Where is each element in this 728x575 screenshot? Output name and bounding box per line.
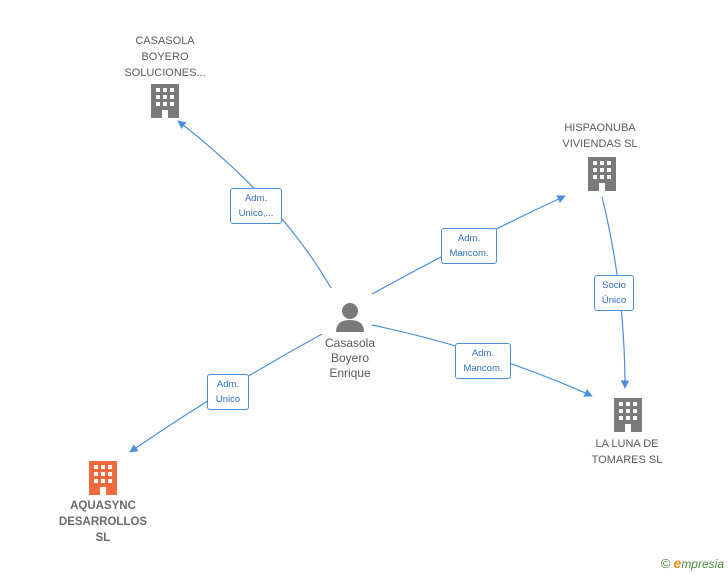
building-icon[interactable]: [614, 398, 642, 432]
edge-label-hispaonuba: Adm. Mancom.: [441, 228, 497, 264]
edge-lines: [129, 120, 630, 453]
company-label-laluna[interactable]: LA LUNA DE TOMARES SL: [591, 438, 663, 466]
company-label-aquasync[interactable]: AQUASYNC DESARROLLOS SL: [58, 500, 148, 544]
brand-logo-e: e: [673, 555, 682, 571]
person-icon[interactable]: [336, 303, 364, 332]
company-label-casasola[interactable]: CASASOLA BOYERO SOLUCIONES...: [124, 35, 206, 79]
building-icon-highlight[interactable]: [89, 461, 117, 495]
edge-label-laluna: Adm. Mancom.: [455, 343, 511, 379]
edge-label-casasola: Adm. Unico,...: [230, 188, 282, 224]
copyright-symbol: ©: [660, 556, 671, 571]
person-label-center[interactable]: Casasola Boyero Enrique: [324, 336, 376, 380]
brand-logo-text: mpresia: [681, 557, 724, 571]
brand-footer: ©empresia: [661, 555, 724, 571]
edge-label-hispaonuba-laluna: Socio Único: [594, 275, 634, 311]
building-icon[interactable]: [151, 84, 179, 118]
building-icon[interactable]: [588, 157, 616, 191]
edge-label-aquasync: Adm. Unico: [207, 374, 249, 410]
company-label-hispaonuba[interactable]: HISPAONUBA VIVIENDAS SL: [562, 122, 638, 150]
